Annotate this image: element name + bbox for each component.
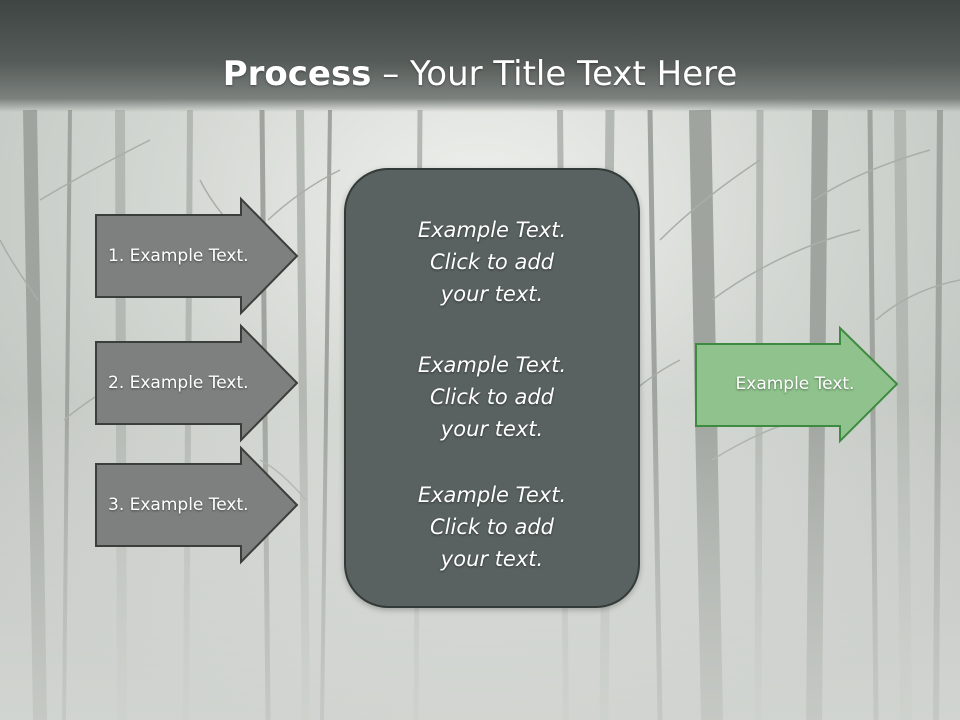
process-box-text-3: Example Text. Click to add your text. [417,483,567,571]
input-arrow-2-label: 2. Example Text. [108,373,249,393]
output-arrow[interactable] [695,325,899,444]
input-arrow-1[interactable] [95,196,299,316]
slide-title-rest: – Your Title Text Here [371,54,738,94]
input-arrow-2[interactable] [95,323,299,443]
input-arrow-3-label: 3. Example Text. [108,495,249,515]
title-bar: Process – Your Title Text Here [0,0,960,112]
output-arrow-label: Example Text. [735,374,855,394]
process-box-text-2: Example Text. Click to add your text. [417,353,567,441]
process-box[interactable]: Example Text. Click to add your text. Ex… [344,168,640,608]
slide-title: Process – Your Title Text Here [0,52,960,96]
slide-title-bold: Process [222,54,372,94]
process-box-text-1: Example Text. Click to add your text. [417,218,567,306]
input-arrow-1-label: 1. Example Text. [108,246,249,266]
input-arrow-3[interactable] [95,445,299,565]
